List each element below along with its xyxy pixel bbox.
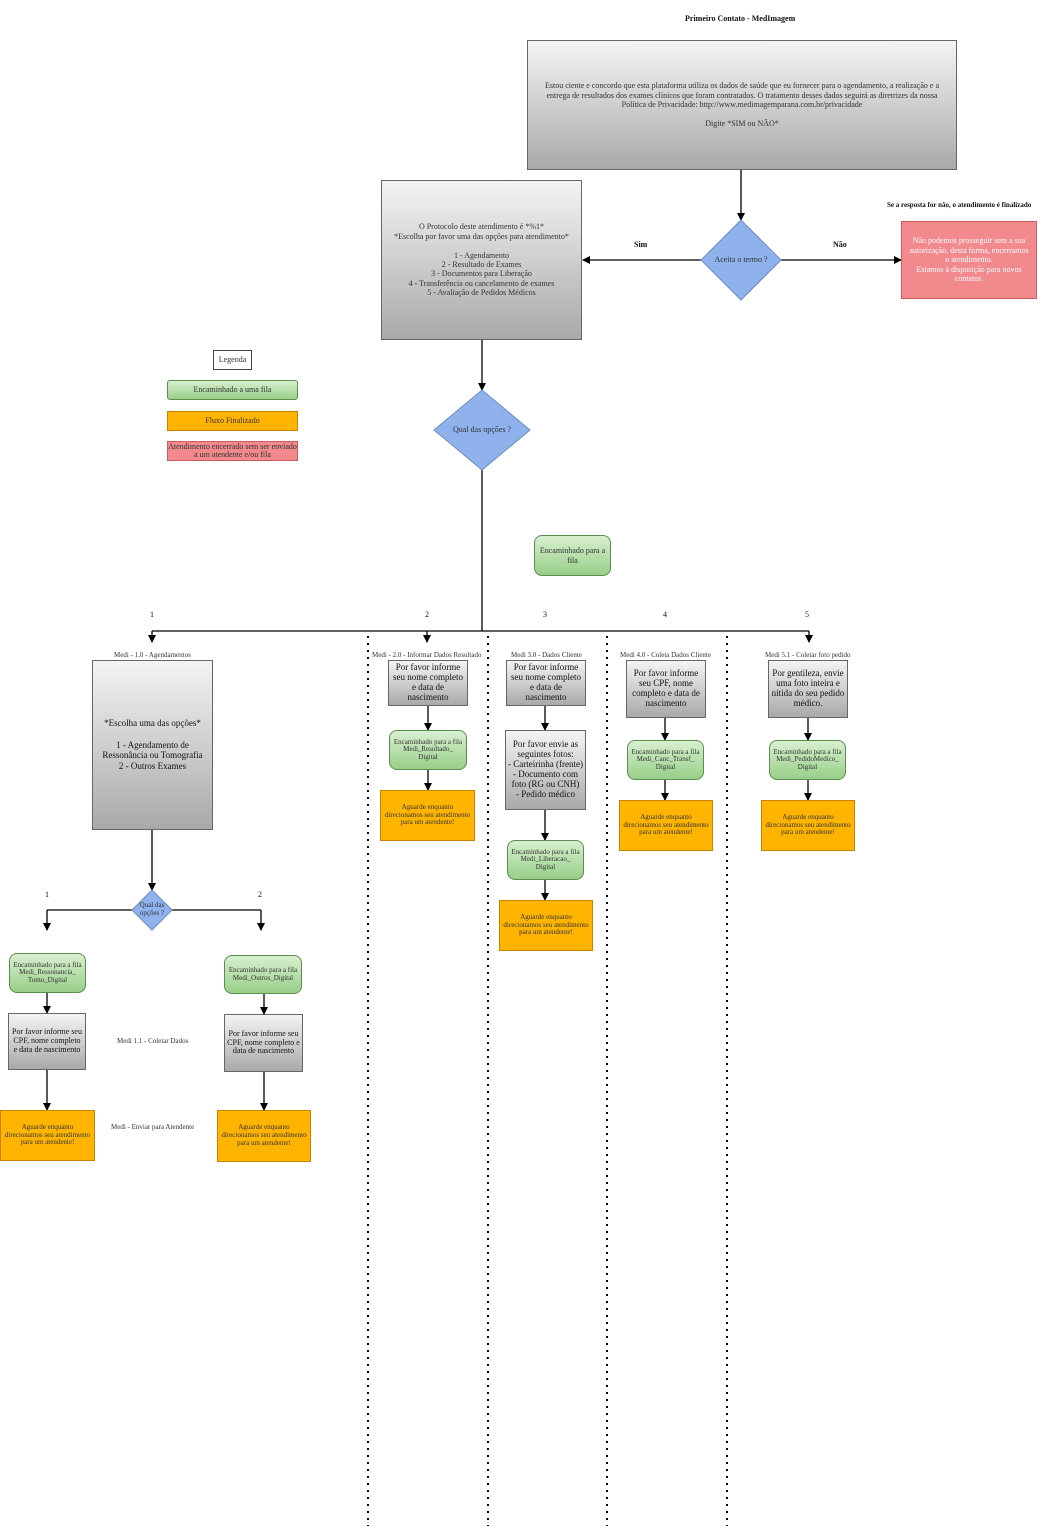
branch2-queue: Encaminhado para a fila Medi_Resultado_ …: [389, 730, 467, 770]
branch4-queue: Encaminhado para a fila Medi_Canc_Transf…: [627, 740, 704, 780]
branch2-label: Medi - 2.0 - Informar Dados Resultado: [372, 651, 482, 659]
branch5-label: Medi 5.1 - Coletar foto pedido: [765, 651, 851, 659]
branch-number-1: 1: [150, 610, 154, 619]
forwarded-note: Encaminhado para a fila: [534, 535, 611, 576]
branch3-label: Medi 3.0 - Dados Cliente: [511, 651, 582, 659]
accept-decision-label: Aceita o termo ?: [714, 254, 768, 264]
branch1-right-queue: Encaminhado para a fila Medi_Outros_Digi…: [224, 955, 302, 994]
legend-queue: Encaminhado a uma fila: [167, 380, 298, 400]
branch1-right-wait: Aguarde enquanto direcionamos seu atendi…: [217, 1110, 311, 1162]
legend-finished: Fluxo Finalizado: [167, 411, 298, 431]
yes-label: Sim: [634, 240, 648, 249]
branch1-left-ask: Por favor informe seu CPF, nome completo…: [8, 1013, 86, 1070]
branch3-wait: Aguarde enquanto direcionamos seu atendi…: [499, 900, 593, 951]
branch3-ask: Por favor informe seu nome completo e da…: [506, 660, 586, 706]
diagram-title: Primeiro Contato - MedImagem: [685, 14, 796, 23]
branch4-label: Medi 4.0 - Coleta Dados Cliente: [620, 651, 711, 659]
branch3-photos: Por favor envie as seguintes fotos: - Ca…: [505, 730, 586, 810]
branch1-sub-number-2: 2: [258, 890, 262, 899]
decision-accept-diamond: [700, 219, 782, 301]
no-label: Não: [833, 240, 847, 249]
protocol-box: O Protocolo deste atendimento é *%1* *Es…: [381, 180, 582, 340]
branch1-note-collect: Medi 1.1 - Coletar Dados: [117, 1037, 189, 1045]
branch1-right-ask: Por favor informe seu CPF, nome completo…: [224, 1014, 303, 1072]
branch4-wait: Aguarde enquanto direcionamos seu atendi…: [619, 800, 713, 851]
branch-number-5: 5: [805, 610, 809, 619]
branch2-wait: Aguarde enquanto direcionamos seu atendi…: [380, 790, 475, 841]
consent-box: Estou ciente e concordo que esta platafo…: [527, 40, 957, 170]
decision-branch1-diamond: [131, 889, 173, 931]
branch1-note-send: Medi - Enviar para Atendente: [111, 1123, 195, 1131]
branch5-ask: Por gentileza, envie uma foto inteira e …: [768, 660, 848, 718]
branch1-left-wait: Aguarde enquanto direcionamos seu atendi…: [0, 1110, 95, 1161]
refusal-box: Não podemos prosseguir sem a sua autoriz…: [901, 221, 1037, 299]
branch4-ask: Por favor informe seu CPF, nome completo…: [626, 660, 706, 718]
branch-number-4: 4: [663, 610, 667, 619]
branch-number-2: 2: [425, 610, 429, 619]
branch2-ask: Por favor informe seu nome completo e da…: [388, 660, 468, 706]
options-decision-label: Qual das opções ?: [453, 424, 511, 434]
branch5-queue: Encaminhado para a fila Medi_PedidoMedic…: [769, 740, 846, 780]
branch1-sub-number-1: 1: [45, 890, 49, 899]
branch-number-3: 3: [543, 610, 547, 619]
branch3-queue: Encaminhado para a fila Medi_Liberacao_ …: [507, 840, 584, 880]
branch1-decision-label: Qual das opções ?: [139, 901, 165, 917]
legend-ended: Atendimento encerrado sem ser enviado a …: [167, 441, 298, 461]
branch5-wait: Aguarde enquanto direcionamos seu atendi…: [761, 800, 855, 851]
legend-title: Legenda: [213, 350, 252, 370]
refusal-note: Se a resposta for não, o atendimento é f…: [887, 201, 1032, 209]
branch1-box: *Escolha uma das opções* 1 - Agendamento…: [92, 660, 213, 830]
branch1-left-queue: Encaminhado para a fila Medi_Ressonancia…: [9, 953, 86, 993]
decision-options-diamond: [433, 389, 531, 471]
branch1-label: Medi - 1.0 - Agendamentos: [114, 651, 191, 659]
